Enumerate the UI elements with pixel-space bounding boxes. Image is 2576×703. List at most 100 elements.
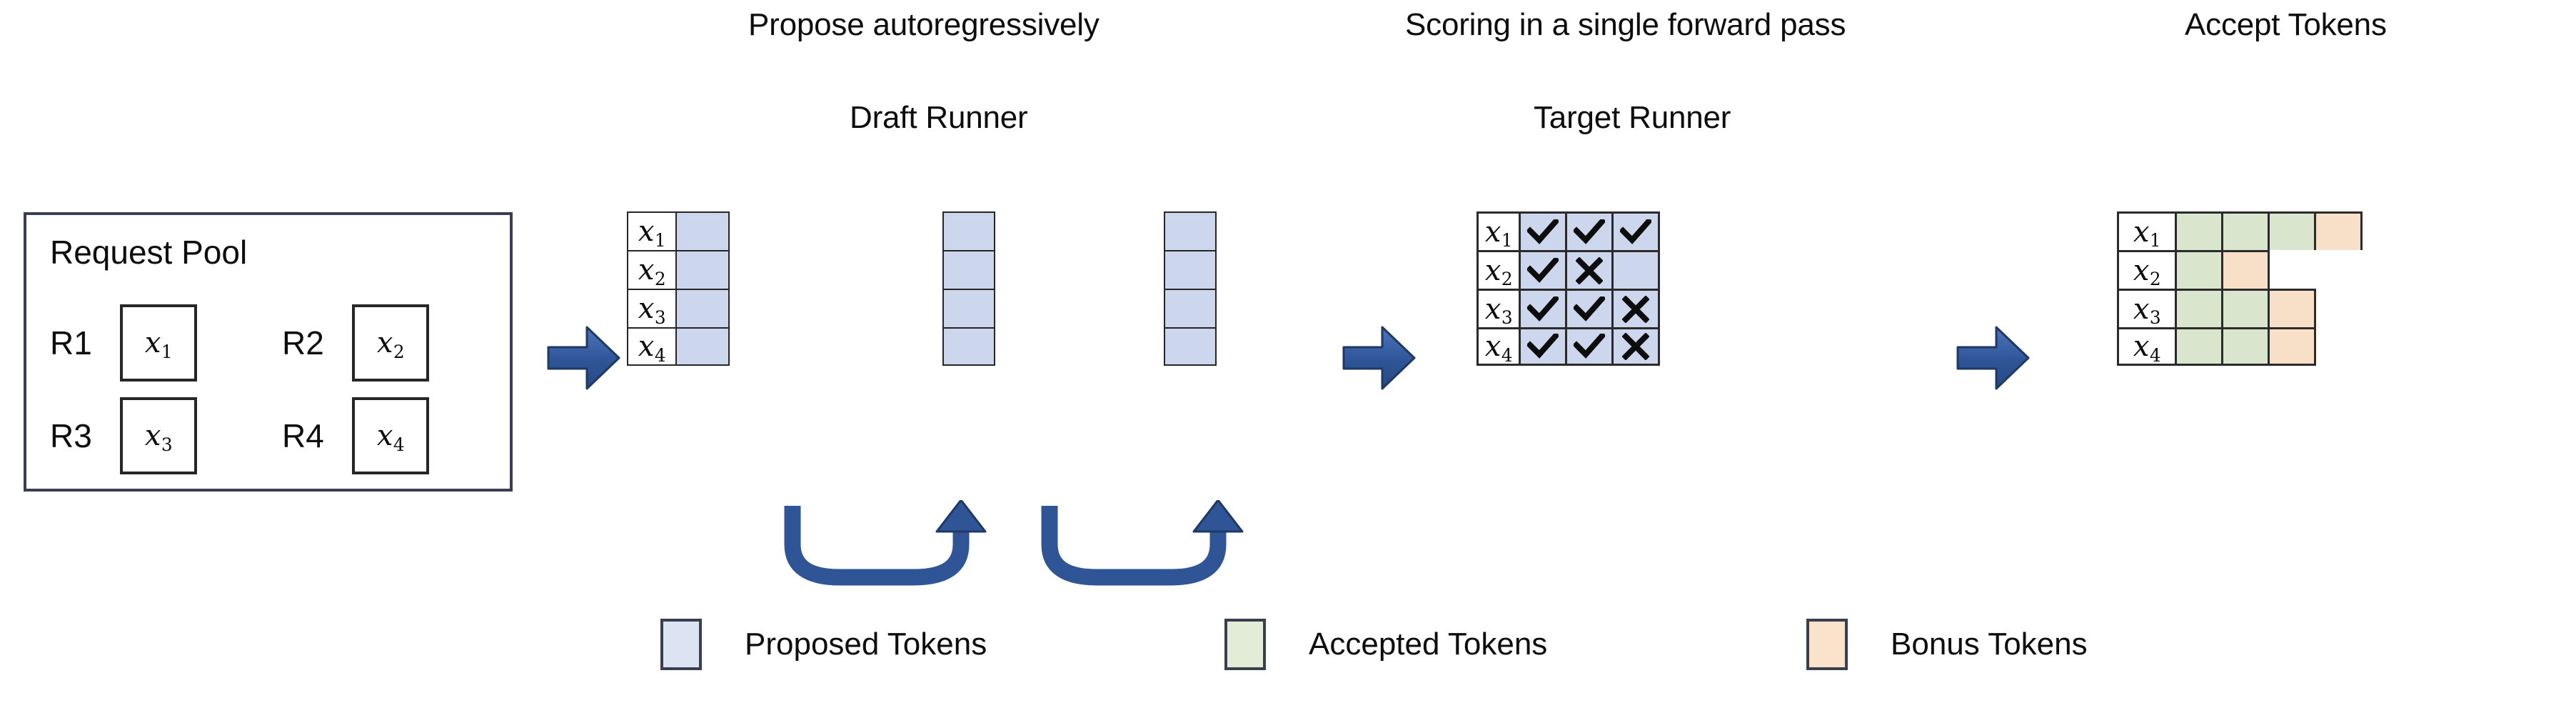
- accept-row-label-x1: x1: [2117, 211, 2177, 250]
- request-token-box-r1: x1: [120, 304, 197, 382]
- accepted-token-cell: [2223, 327, 2270, 366]
- heading-accept-tokens: Accept Tokens: [2185, 7, 2387, 42]
- accepted-token-cell: [2177, 211, 2223, 250]
- request-token-r4: x4: [376, 419, 405, 455]
- request-pool-panel: Request Pool R1 x1 R2 x2 R3 x3 R4 x4: [24, 212, 513, 492]
- check-mark-icon: [1521, 250, 1567, 289]
- draft-row: [942, 327, 995, 366]
- draft-row: [942, 289, 995, 327]
- cross-mark-icon: [1567, 250, 1614, 289]
- draft-proposed-cell: [677, 289, 730, 327]
- table-row: x4: [2117, 327, 2363, 366]
- request-token-box-r3: x3: [120, 397, 197, 474]
- legend-item-bonus: Bonus Tokens: [1806, 619, 2088, 670]
- cross-mark-icon: [1614, 327, 1660, 366]
- draft-row: [942, 211, 995, 250]
- legend-swatch-proposed: [660, 619, 702, 670]
- draft-row: [1164, 289, 1217, 327]
- accepted-token-cell: [2223, 211, 2270, 250]
- flow-arrow-target-to-accept: [1956, 323, 2031, 397]
- legend-item-accepted: Accepted Tokens: [1224, 619, 1547, 670]
- table-row: x2: [1476, 250, 1660, 289]
- cross-mark-icon: [1614, 289, 1660, 327]
- check-mark-icon: [1567, 289, 1614, 327]
- request-token-box-r4: x4: [352, 397, 429, 474]
- request-label-r1: R1: [50, 324, 92, 362]
- draft-row: [1164, 250, 1217, 289]
- check-mark-icon: [1521, 289, 1567, 327]
- draft-runner-step-3: [1164, 211, 1217, 366]
- table-row: x3: [2117, 289, 2363, 327]
- draft-proposed-cell: [942, 327, 995, 366]
- target-row-label-x2: x2: [1476, 250, 1521, 289]
- table-row: x2: [2117, 250, 2363, 289]
- request-label-r4: R4: [282, 417, 324, 454]
- check-mark-icon: [1567, 327, 1614, 366]
- accepted-token-cell: [2270, 211, 2316, 250]
- draft-loop-arrow-1: [771, 499, 1007, 604]
- check-mark-icon: [1614, 211, 1660, 250]
- draft-proposed-cell: [1164, 250, 1217, 289]
- heading-propose-autoregressively: Propose autoregressively: [748, 7, 1100, 42]
- draft-row: [1164, 327, 1217, 366]
- check-mark-icon: [1521, 327, 1567, 366]
- draft-runner-step-1: x1 x2 x3 x4: [627, 211, 730, 366]
- draft-row-label-x4: x4: [627, 327, 677, 366]
- table-row: x4: [1476, 327, 1660, 366]
- legend-label-accepted: Accepted Tokens: [1309, 627, 1548, 662]
- legend-swatch-bonus: [1806, 619, 1848, 670]
- bonus-token-cell: [2223, 250, 2270, 289]
- target-row-label-x3: x3: [1476, 289, 1521, 327]
- empty-cell: [1614, 250, 1660, 289]
- request-entry-r3: R3 x3: [50, 397, 197, 474]
- request-pool-title: Request Pool: [50, 234, 248, 271]
- request-label-r2: R2: [282, 324, 324, 362]
- draft-row-label-x1: x1: [627, 211, 677, 250]
- accepted-token-cell: [2177, 289, 2223, 327]
- flow-arrow-draft-to-target: [1342, 323, 1417, 397]
- table-row: x3: [1476, 289, 1660, 327]
- legend: Proposed Tokens Accepted Tokens Bonus To…: [0, 619, 2576, 683]
- draft-row: x4: [627, 327, 730, 366]
- accepted-token-cell: [2177, 250, 2223, 289]
- draft-row-label-x2: x2: [627, 250, 677, 289]
- accept-row-label-x3: x3: [2117, 289, 2177, 327]
- bonus-token-cell: [2270, 289, 2316, 327]
- request-token-box-r2: x2: [352, 304, 429, 382]
- legend-item-proposed: Proposed Tokens: [660, 619, 987, 670]
- request-token-r1: x1: [144, 326, 173, 362]
- heading-scoring-single-forward-pass: Scoring in a single forward pass: [1405, 7, 1846, 42]
- table-row: x1: [1476, 211, 1660, 250]
- draft-loop-arrow-2: [1028, 499, 1264, 604]
- legend-label-proposed: Proposed Tokens: [745, 627, 987, 662]
- draft-runner-step-2: [942, 211, 995, 366]
- draft-proposed-cell: [677, 211, 730, 250]
- draft-row-label-x3: x3: [627, 289, 677, 327]
- accepted-token-cell: [2177, 327, 2223, 366]
- request-token-r3: x3: [144, 419, 173, 455]
- draft-row: [1164, 211, 1217, 250]
- accept-tokens-grid: x1 x2 x3 x4: [2117, 211, 2363, 366]
- accept-row-label-x4: x4: [2117, 327, 2177, 366]
- target-row-label-x4: x4: [1476, 327, 1521, 366]
- request-entry-r4: R4 x4: [282, 397, 429, 474]
- draft-row: x2: [627, 250, 730, 289]
- draft-proposed-cell: [677, 250, 730, 289]
- draft-proposed-cell: [1164, 327, 1217, 366]
- draft-proposed-cell: [1164, 211, 1217, 250]
- target-runner-grid: x1 x2 x3: [1476, 211, 1660, 366]
- request-entry-r1: R1 x1: [50, 304, 197, 382]
- bonus-token-cell: [2270, 327, 2316, 366]
- check-mark-icon: [1521, 211, 1567, 250]
- request-token-r2: x2: [376, 326, 405, 362]
- request-entry-r2: R2 x2: [282, 304, 429, 382]
- request-label-r3: R3: [50, 417, 92, 454]
- draft-proposed-cell: [1164, 289, 1217, 327]
- flow-arrow-pool-to-draft: [547, 323, 621, 397]
- heading-target-runner: Target Runner: [1534, 100, 1731, 135]
- draft-row: x3: [627, 289, 730, 327]
- draft-proposed-cell: [942, 250, 995, 289]
- draft-proposed-cell: [942, 289, 995, 327]
- bonus-token-cell: [2316, 211, 2363, 250]
